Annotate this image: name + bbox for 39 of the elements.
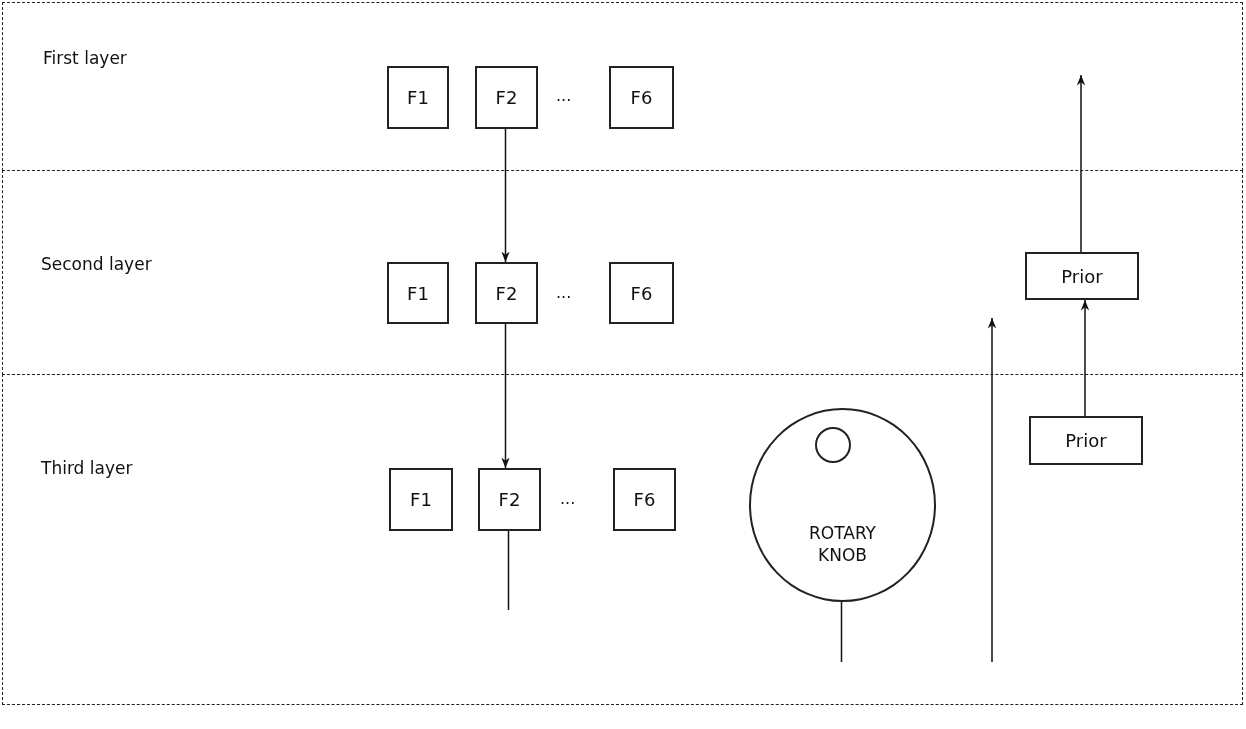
process-box [613, 468, 676, 531]
box-label: F6 [630, 87, 653, 108]
rotary-knob [749, 408, 936, 602]
box-label: F6 [633, 489, 656, 510]
knob-label: ROTARY KNOB [808, 522, 877, 566]
arrow [501, 127, 510, 263]
layer-band [2, 2, 1243, 171]
layer-label: First layer [43, 48, 127, 68]
box-label: F1 [407, 282, 429, 304]
process-box [389, 468, 453, 531]
ellipsis: ... [556, 283, 572, 302]
process-box [1025, 252, 1139, 300]
process-box [1029, 416, 1143, 465]
connector-line [507, 530, 510, 611]
layer-band [2, 170, 1243, 375]
process-box [609, 66, 674, 129]
ellipsis: ... [556, 86, 572, 105]
box-label: F2 [495, 87, 518, 108]
layer-band [2, 374, 1243, 705]
connector-line [840, 601, 843, 663]
box-label: F6 [630, 282, 653, 304]
process-box [609, 262, 674, 324]
process-box [478, 468, 541, 531]
box-label: Prior [1061, 265, 1103, 287]
box-label: F1 [410, 489, 432, 510]
layer-label: Second layer [41, 254, 152, 274]
ellipsis: ... [560, 489, 576, 508]
box-label: F1 [407, 87, 429, 108]
process-box [475, 262, 538, 324]
process-box [387, 66, 449, 129]
arrow [1076, 74, 1086, 253]
box-label: Prior [1065, 430, 1107, 451]
process-box [475, 66, 538, 129]
box-label: F2 [498, 489, 521, 510]
layer-label: Third layer [41, 458, 133, 478]
arrow [1080, 299, 1090, 417]
process-box [387, 262, 449, 324]
box-label: F2 [495, 282, 518, 304]
arrow [501, 323, 510, 469]
